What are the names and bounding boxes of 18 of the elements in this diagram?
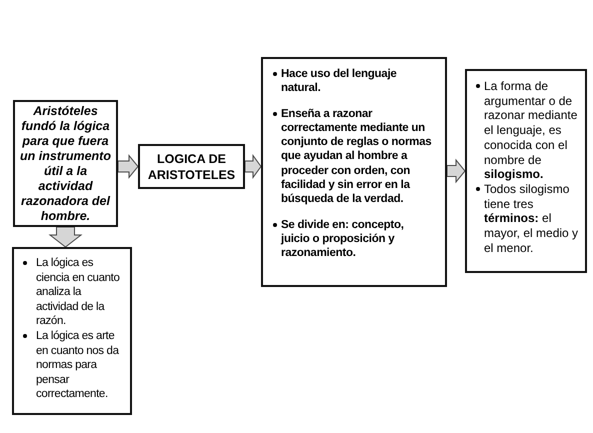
bullet-text: Enseña a razonar correctamente mediante un conjunto de reglas o normas que ayudan al hombre a proceder con orden, con facilidad y sin error en la búsqueda de la verdad. xyxy=(281,106,432,207)
bullet-text: Todos silogismo tiene tres términos: el mayor, el medio y el menor. xyxy=(484,182,580,256)
block-arrow xyxy=(244,154,262,180)
block-arrow xyxy=(446,158,466,184)
box-text: Aristóteles fundó la lógica para que fuera un instrumento útil a la actividad razonadora del hombre. xyxy=(19,104,112,224)
bullet-text: La lógica es arte en cuanto nos da normas para pensar correctamente. xyxy=(36,328,120,402)
block-arrow xyxy=(48,226,82,248)
concept-box xyxy=(261,57,447,287)
concept-box xyxy=(13,100,118,227)
bullet-text: Se divide en: concepto, juicio o proposición y razonamiento. xyxy=(281,218,405,261)
concept-box xyxy=(465,69,587,273)
concept-box xyxy=(138,144,245,189)
block-arrow xyxy=(118,154,139,179)
bullet-text: La lógica es ciencia en cuanto analiza la actividad de la razón. xyxy=(36,256,121,329)
box-text: LOGICA DE ARISTOTELES xyxy=(146,150,236,182)
bullet-text: Hace uso del lenguaje natural. xyxy=(281,67,398,96)
bullet-text: La forma de argumentar o de razonar mediante el lenguaje, es conocida con el nombre de silogismo. xyxy=(484,79,578,182)
concept-box xyxy=(12,247,132,415)
